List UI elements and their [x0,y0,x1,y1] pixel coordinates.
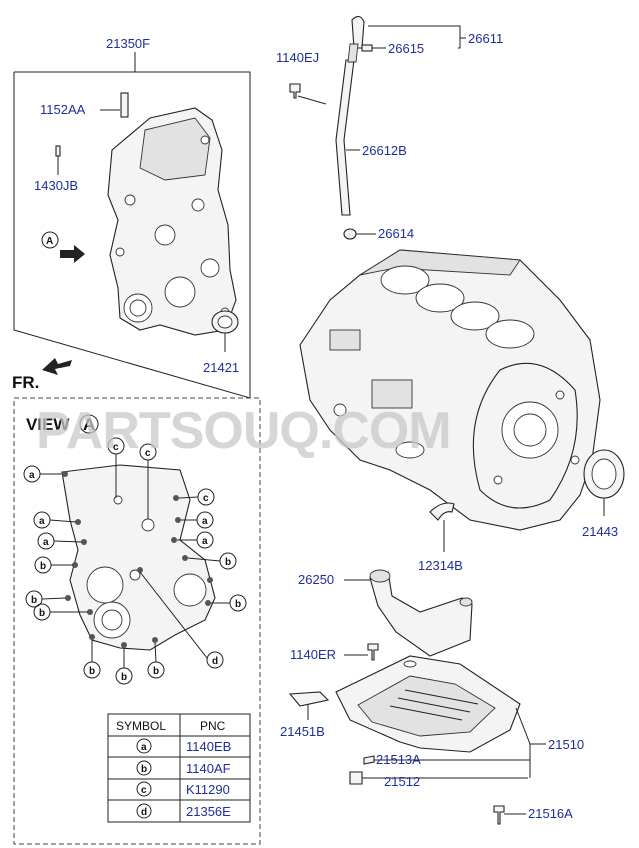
svg-text:b: b [225,557,231,568]
dipstick-handle-26611[interactable] [351,15,365,49]
label-26250[interactable]: 26250 [298,572,334,587]
svg-text:a: a [29,470,35,481]
dipstick-guide-26612B[interactable] [335,59,355,216]
strainer-bolt-group: 1140ER [290,643,379,662]
dowel-pin-1152AA[interactable] [120,92,129,118]
label-21516A[interactable]: 21516A [528,806,573,821]
svg-text:a: a [202,536,208,547]
bolt-1140ER[interactable] [367,643,379,661]
bolt-21516A[interactable] [493,805,505,825]
front-direction: FR. [12,358,72,392]
label-26612B[interactable]: 26612B [362,143,407,158]
label-1430JB[interactable]: 1430JB [34,178,78,193]
view-a-panel: VIEW A [13,397,261,845]
svg-text:A: A [46,236,53,247]
view-letter: A [83,415,95,434]
o-ring-26614[interactable] [343,228,357,240]
oil-baffle-21451B[interactable] [288,691,330,707]
rear-oil-seal-group: 21443 [582,449,625,539]
svg-text:c: c [145,448,151,459]
view-title: VIEW [26,415,70,434]
svg-text:b: b [89,666,95,677]
legend-symbol: d [141,807,147,818]
label-26615[interactable]: 26615 [388,41,424,56]
label-21421[interactable]: 21421 [203,360,239,375]
label-1140ER[interactable]: 1140ER [290,647,336,662]
legend-symbol: c [141,785,147,796]
watermark: PARTSOUQ.COM [36,402,451,460]
symbol-legend-table: SYMBOL PNC a 1140EB b 1140AF c K11290 d … [107,713,251,823]
legend-pnc[interactable]: 1140AF [186,761,231,776]
pin-1430JB[interactable] [55,145,61,157]
oil-pan-group: 21451B 21513A 21512 21510 21516A [280,655,584,825]
legend-symbol: b [141,764,147,775]
svg-text:b: b [153,666,159,677]
timing-cover-inset: 21350F 1152AA 1430JB A 21421 [13,36,251,399]
view-a-arrow-icon [60,245,85,263]
svg-text:c: c [203,493,209,504]
svg-text:b: b [235,599,241,610]
label-21443[interactable]: 21443 [582,524,618,539]
svg-text:a: a [43,537,49,548]
label-21513A[interactable]: 21513A [376,752,421,767]
legend-header-pnc: PNC [200,719,226,733]
svg-text:a: a [39,516,45,527]
svg-text:d: d [212,656,218,667]
label-26611[interactable]: 26611 [468,31,503,46]
timing-cover-view-a[interactable] [61,464,216,651]
svg-text:a: a [202,516,208,527]
legend-pnc[interactable]: 21356E [186,804,231,819]
label-1140EJ[interactable]: 1140EJ [276,50,319,65]
label-26614[interactable]: 26614 [378,226,414,241]
svg-text:b: b [40,561,46,572]
legend-pnc[interactable]: 1140EB [186,739,231,754]
drain-gasket-21513A[interactable] [363,755,375,765]
label-21512[interactable]: 21512 [384,774,420,789]
oil-level-gauge-group: 26615 26611 1140EJ 26612B 26614 [276,15,503,241]
label-1152AA[interactable]: 1152AA [40,102,86,117]
front-label: FR. [12,373,39,392]
label-21510[interactable]: 21510 [548,737,584,752]
legend-header-symbol: SYMBOL [116,719,166,733]
thrust-bearing-group: 12314B [418,502,463,573]
oil-strainer-26250[interactable] [369,571,473,657]
legend-pnc[interactable]: K11290 [186,782,230,797]
drain-plug-21512[interactable] [349,771,363,785]
svg-text:b: b [121,672,127,683]
label-21451B[interactable]: 21451B [280,724,325,739]
cylinder-block[interactable] [299,249,601,531]
svg-text:b: b [39,608,45,619]
svg-text:c: c [113,442,119,453]
view-a-marker [41,231,59,249]
thrust-bearing-12314B[interactable] [429,502,455,521]
label-21350F[interactable]: 21350F [106,36,150,51]
label-12314B[interactable]: 12314B [418,558,463,573]
svg-text:b: b [31,595,37,606]
front-arrow-icon [42,358,72,375]
view-a-callouts: a a a b b b b b b c c c a a b b d [23,437,247,685]
bolt-1140EJ[interactable] [289,83,301,99]
legend-symbol: a [141,742,147,753]
oil-strainer-group: 26250 [298,569,473,657]
